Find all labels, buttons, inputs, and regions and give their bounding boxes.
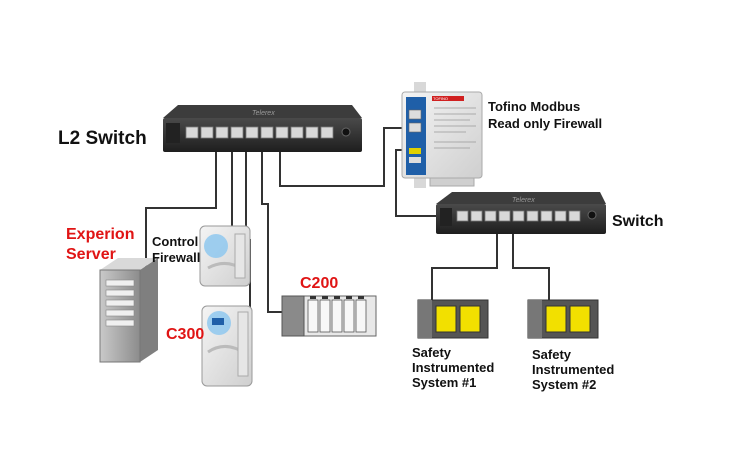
sis2-label: Safety Instrumented System #2: [532, 347, 615, 392]
c300-device: [201, 305, 253, 387]
experion-server-device: [99, 258, 158, 363]
l2-switch-brand: Telerex: [252, 110, 275, 117]
tofino-brand: TOFINO: [433, 96, 448, 101]
cable-l2-to-experion: [145, 150, 217, 270]
c300-label: C300: [166, 326, 205, 343]
control-firewall-device: [199, 225, 251, 287]
tofino-label-line1: Tofino Modbus: [488, 99, 581, 114]
switch-brand: Telerex: [512, 197, 535, 204]
l2-switch-device: Telerex: [163, 105, 362, 152]
experion-label-line1: Experion: [66, 226, 135, 243]
l2-switch-ports: [185, 126, 334, 139]
switch-label: Switch: [612, 213, 664, 230]
sis1-device: [417, 299, 489, 339]
l2-switch-label: L2 Switch: [58, 128, 147, 149]
tofino-firewall-device: TOFINO: [401, 82, 483, 188]
cable-switch-to-sis1: [431, 232, 498, 300]
sis2-device: [527, 299, 599, 339]
control-firewall-label-line2: Firewall: [152, 250, 201, 265]
cable-l2-to-tofino: [279, 127, 410, 187]
cable-l2-to-c200: [261, 150, 282, 313]
tofino-label-line2: Read only Firewall: [488, 116, 603, 131]
cable-switch-to-sis2: [512, 232, 550, 300]
control-firewall-label-line1: Control: [152, 234, 199, 249]
experion-label-line2: Server: [66, 246, 116, 263]
c200-device: [281, 295, 377, 337]
switch-device: Telerex: [436, 192, 606, 234]
switch-ports: [456, 210, 581, 222]
c200-label: C200: [300, 275, 339, 292]
sis1-label: Safety Instrumented System #1: [412, 345, 495, 390]
